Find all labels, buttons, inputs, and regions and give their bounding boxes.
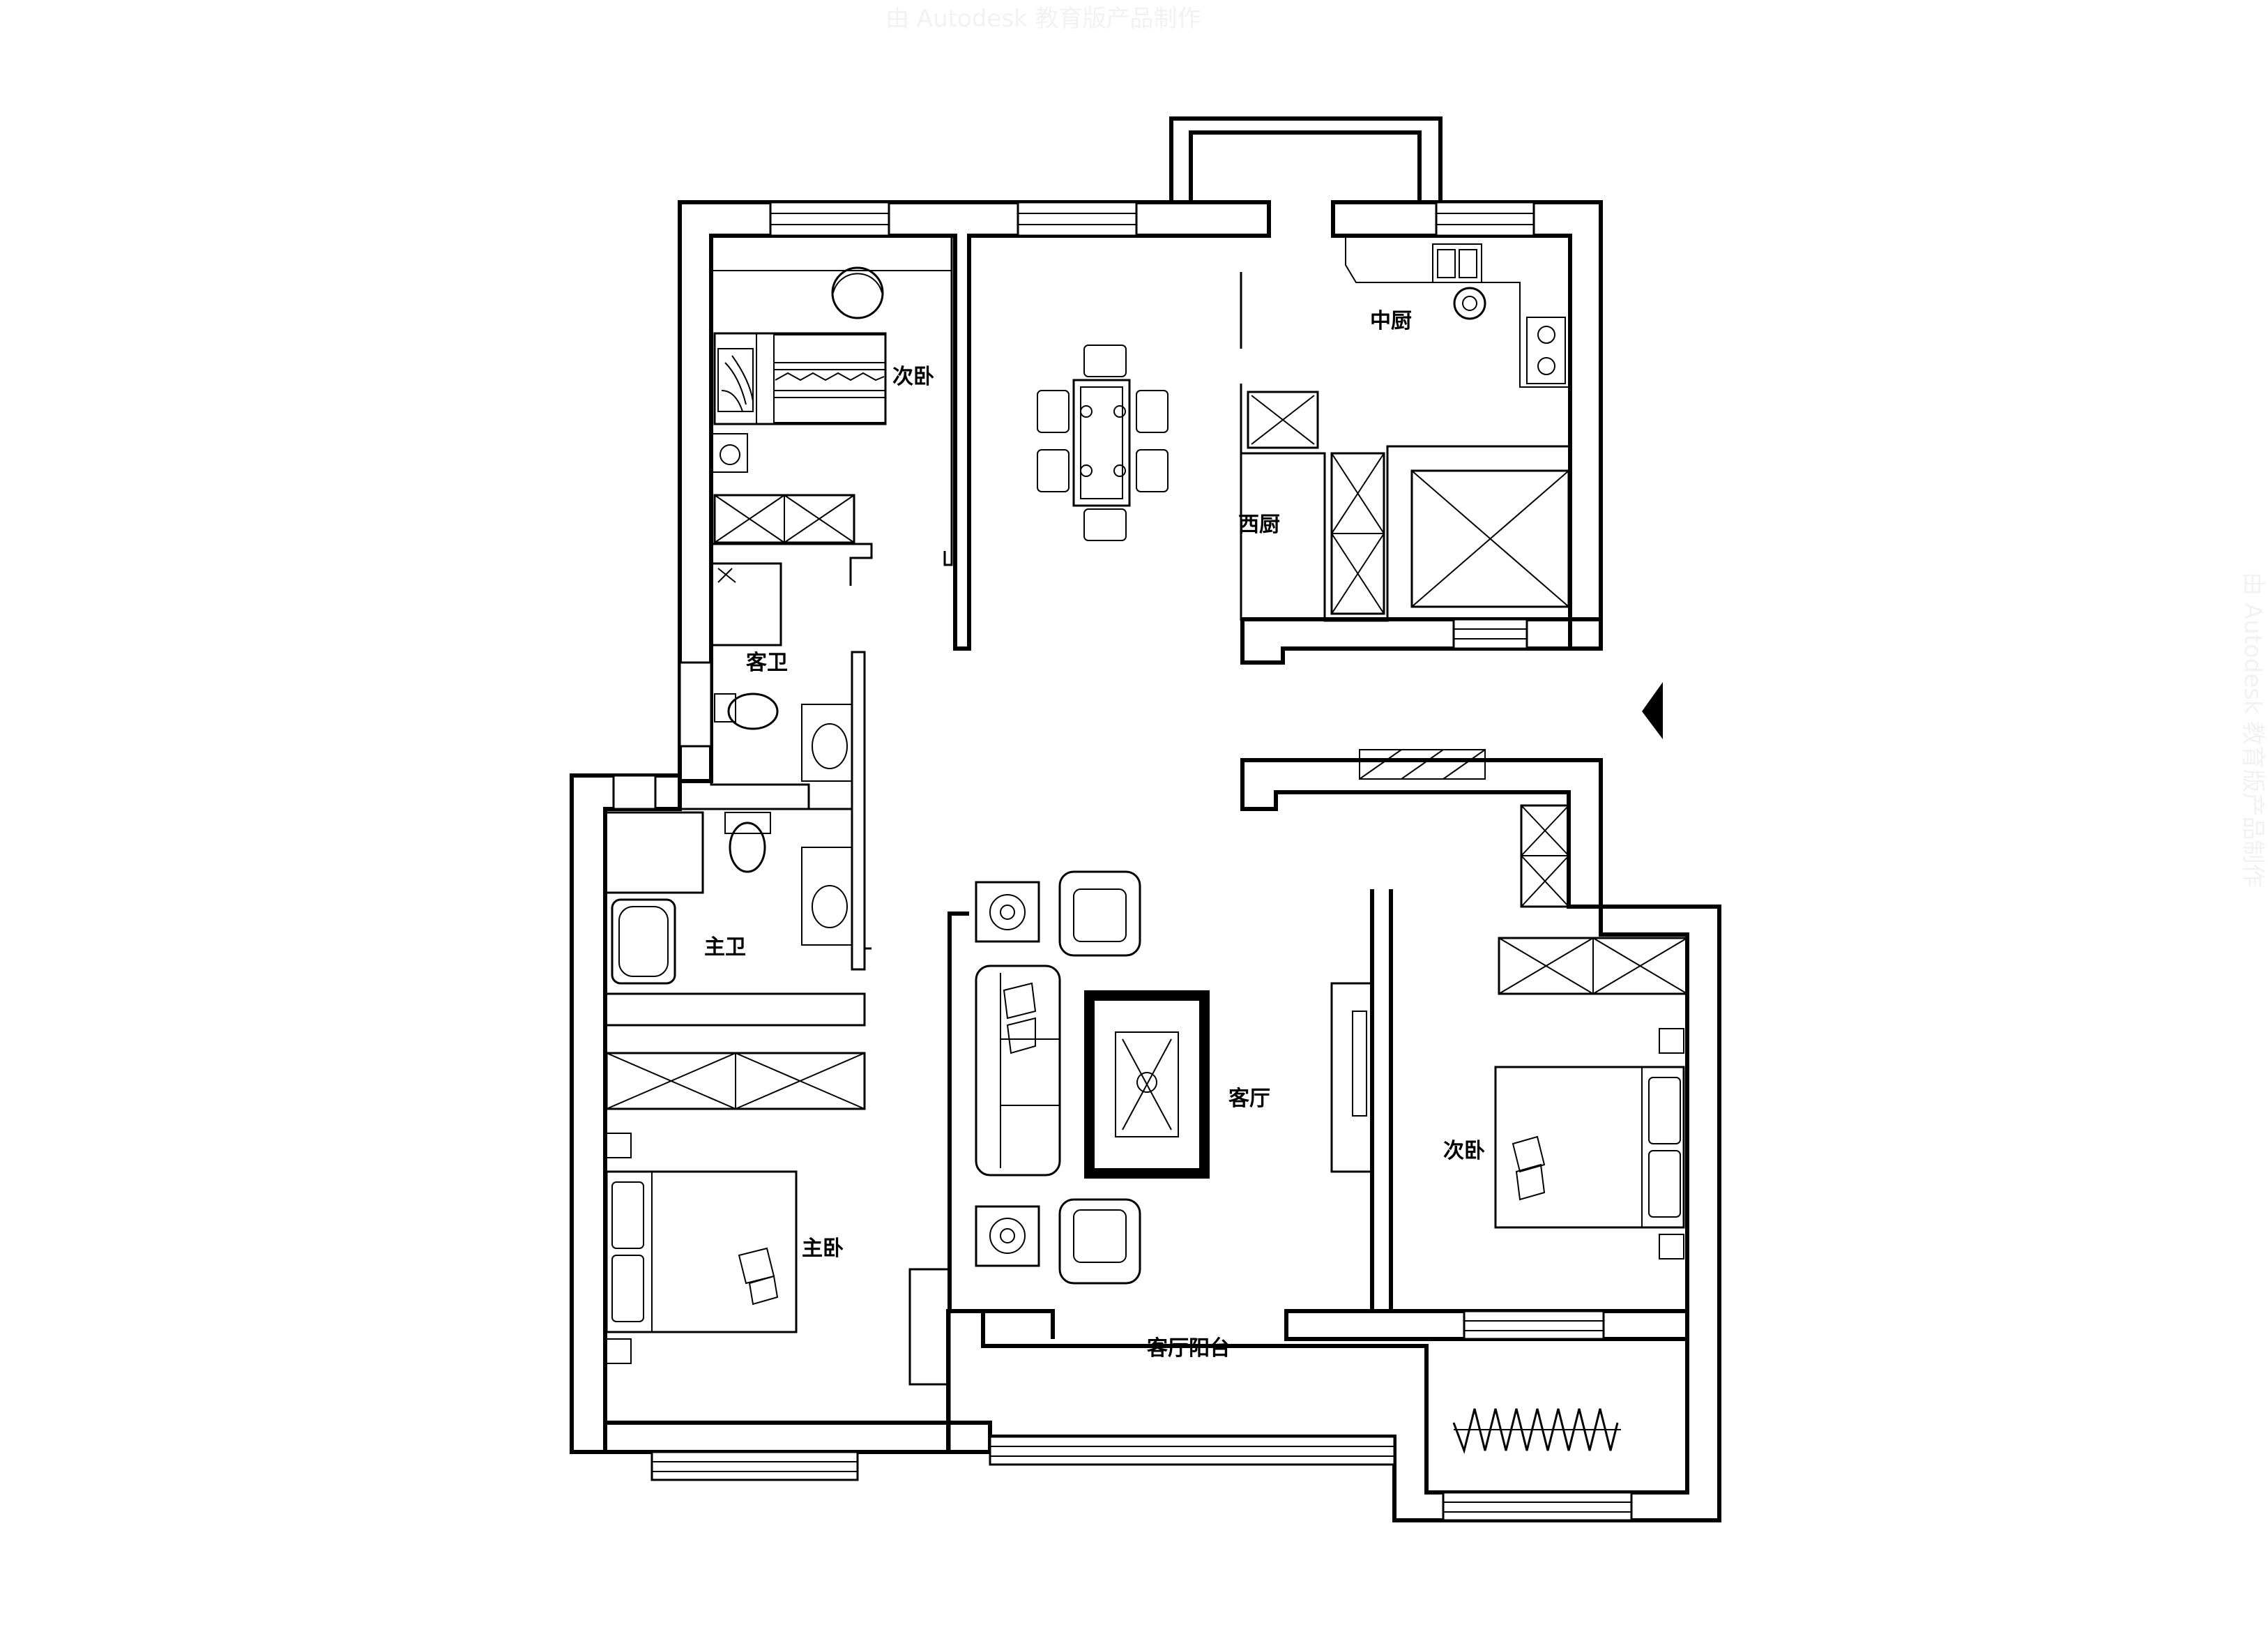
room-label-living-balcony: 客厅阳台 (1147, 1336, 1231, 1361)
windows (612, 201, 1633, 1522)
room-label-living-room: 客厅 (1228, 1087, 1270, 1111)
kitchen-chinese: 中厨 (1247, 237, 1570, 615)
room-label-master-bedroom: 主卧 (802, 1236, 844, 1261)
watermark-side: 由 Autodesk 教育版产品制作 (2239, 572, 2267, 887)
interior-walls (605, 236, 1570, 1452)
room-label-secondary-bedroom-right: 次卧 (1443, 1139, 1485, 1163)
room-label-western-kitchen: 西厨 (1238, 513, 1280, 537)
room-label-master-bathroom: 主卫 (704, 935, 746, 960)
room-label-secondary-bedroom-top: 次卧 (892, 365, 934, 389)
entrance-arrow-icon (1642, 682, 1663, 739)
balcony (1452, 1408, 1621, 1455)
room-label-guest-bathroom: 客卫 (746, 651, 788, 675)
master-bedroom: 主卧 (605, 1052, 951, 1386)
master-bathroom: 主卫 (604, 811, 853, 985)
watermark-top: 由 Autodesk 教育版产品制作 (885, 5, 1201, 33)
living-room: 客厅 客厅阳台 (975, 870, 1373, 1361)
guest-bathroom: 客卫 (714, 568, 853, 782)
room-label-chinese-kitchen: 中厨 (1370, 309, 1412, 333)
bedroom-right: 次卧 (1359, 749, 1689, 1259)
dining-area: 西厨 (1037, 345, 1280, 541)
bedroom-top: 次卧 (710, 235, 952, 544)
